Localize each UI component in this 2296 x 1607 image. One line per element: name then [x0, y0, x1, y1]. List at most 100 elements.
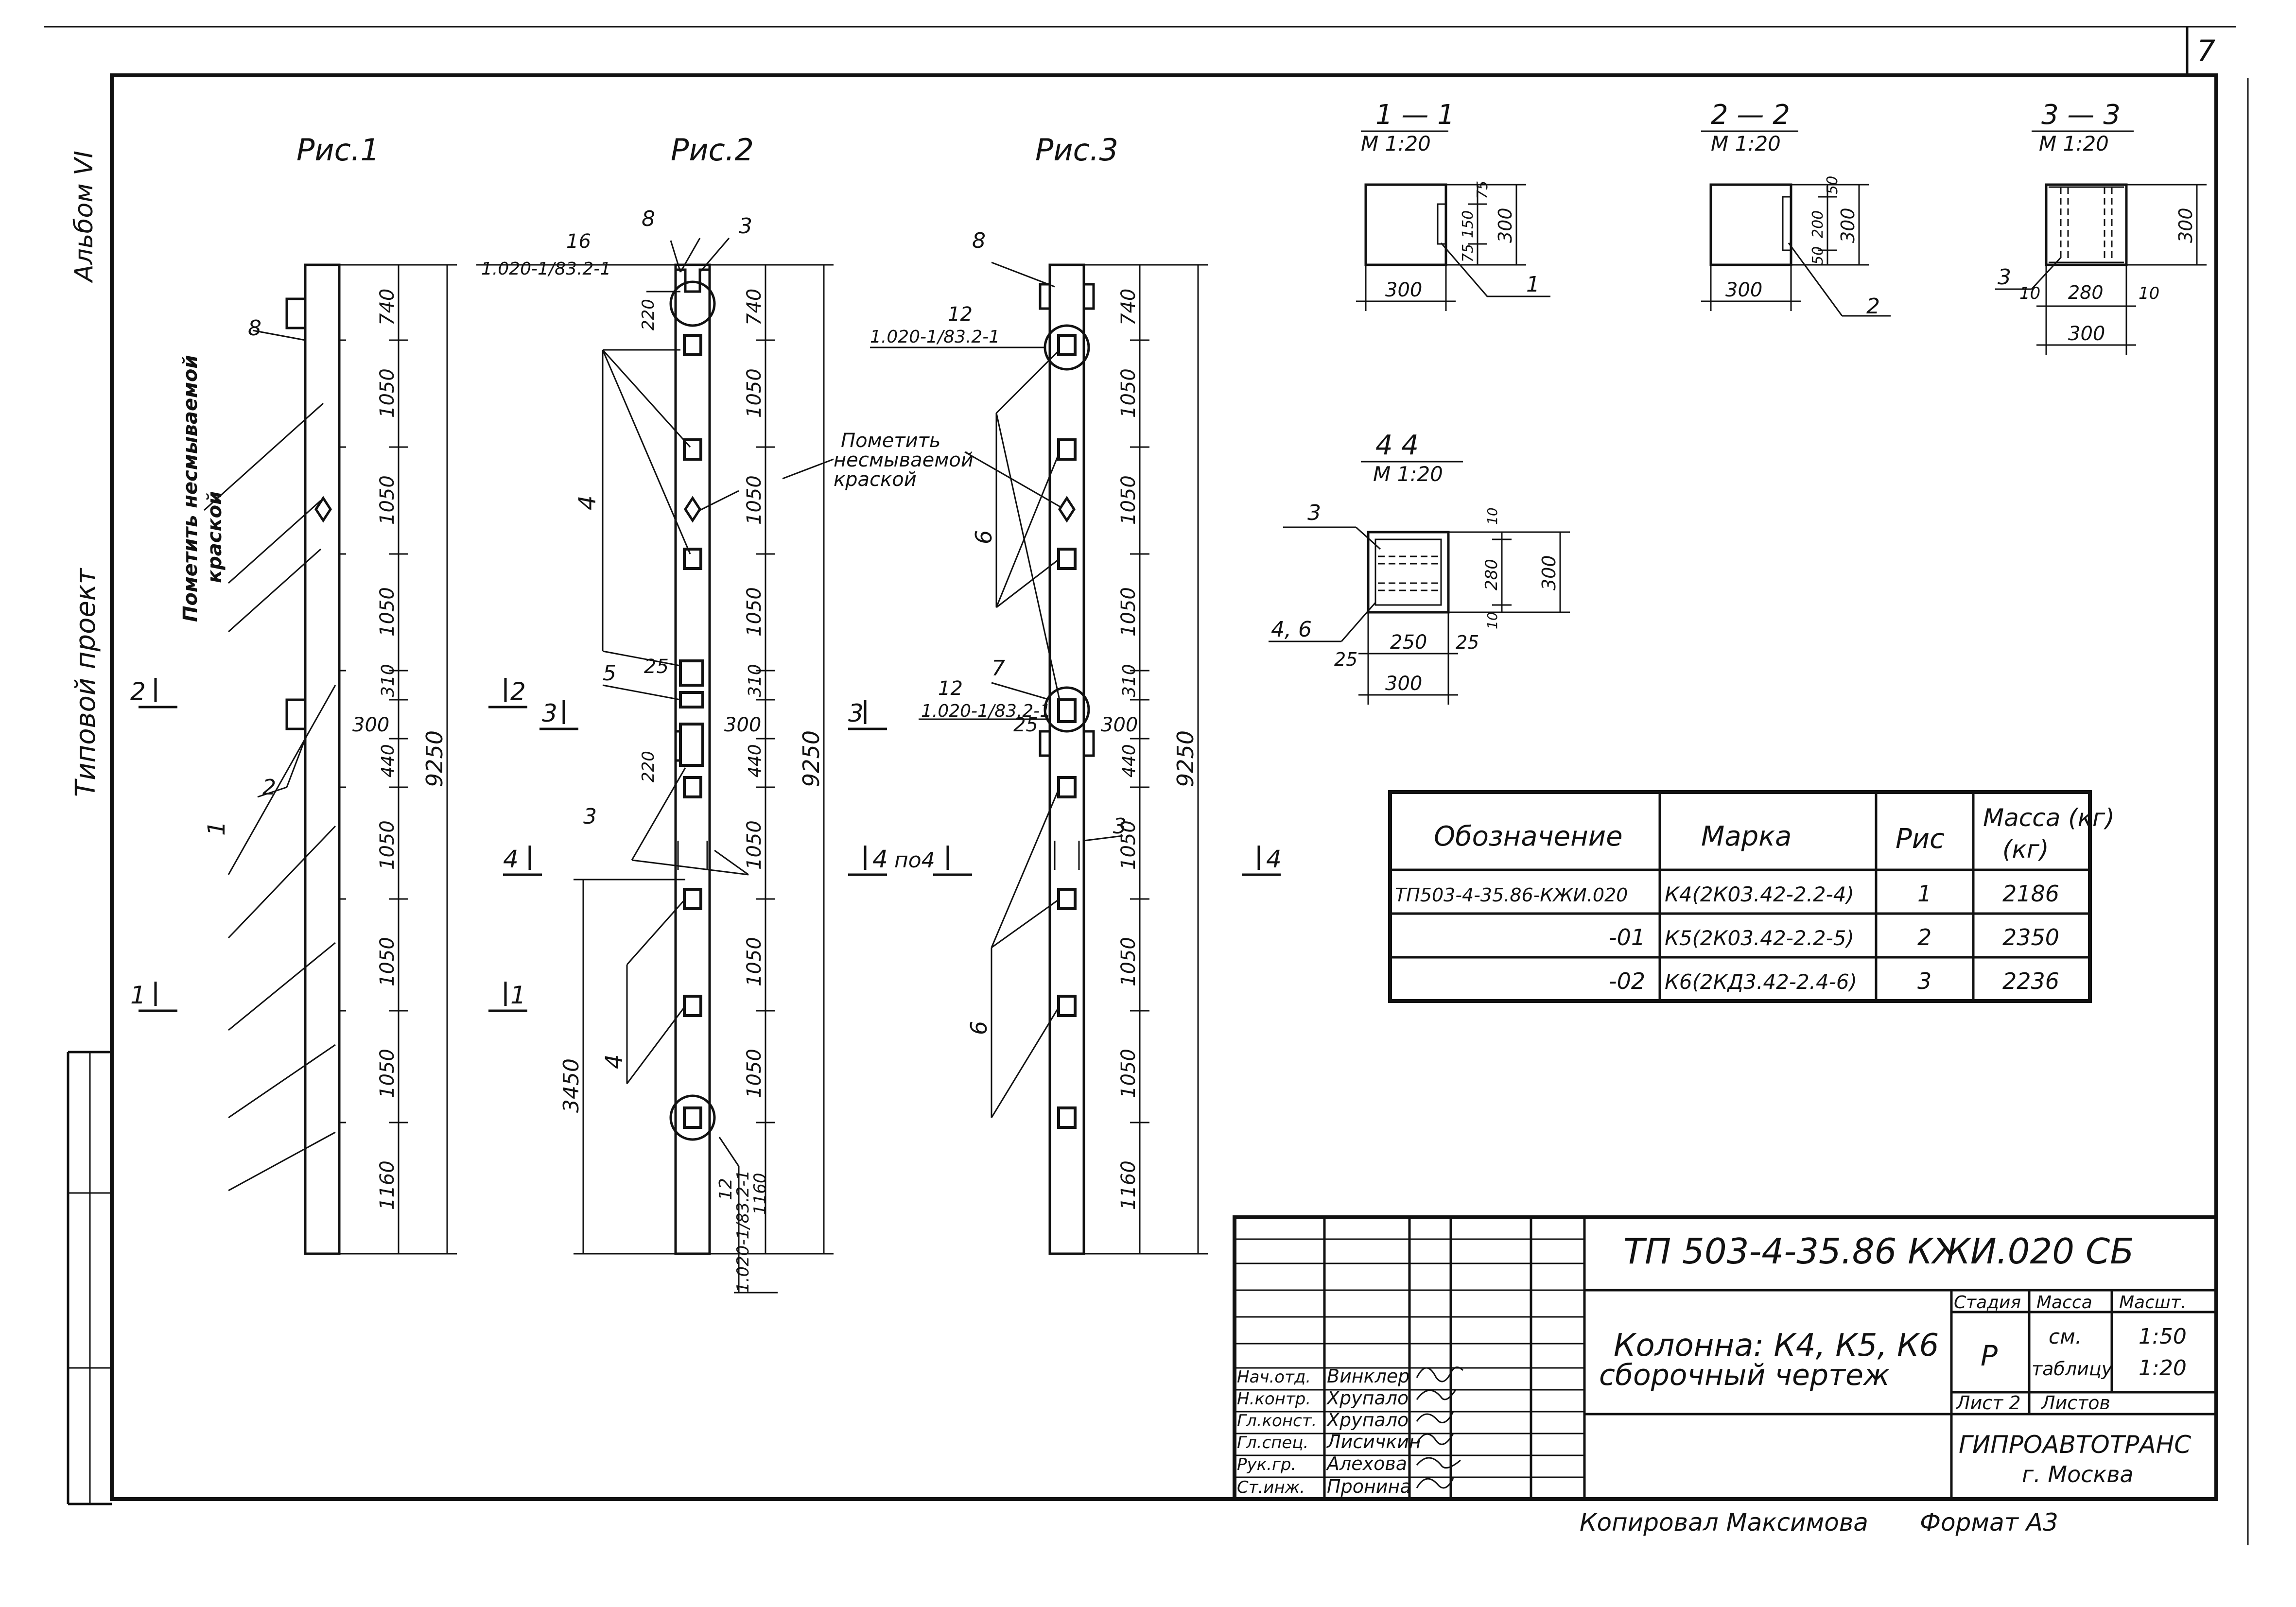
tb-org-1: ГИПРОАВТОТРАНС — [1959, 1431, 2191, 1459]
spec-r1-fig: 1 — [1917, 881, 1931, 907]
s2-d200: 200 — [1809, 210, 1826, 238]
name-6: Пронина — [1327, 1476, 1411, 1497]
dim-1160-fig2-aux: 1160 — [750, 1173, 770, 1215]
s4-d250: 250 — [1390, 631, 1427, 654]
dim-1050a-fig2: 1050 — [743, 368, 765, 418]
section-3-3-title: 3 — 3 — [2041, 99, 2121, 131]
dim-3450-fig2: 3450 — [559, 1058, 584, 1113]
spec-r3-fig: 3 — [1917, 968, 1931, 994]
s3-d280: 280 — [2068, 282, 2104, 303]
dim-740-fig3: 740 — [1117, 289, 1140, 326]
role-5: Рук.гр. — [1237, 1455, 1296, 1474]
dim-1050e-fig3: 1050 — [1117, 937, 1140, 986]
s4-d25b: 25 — [1456, 632, 1479, 653]
callout-6-fig3a: 6 — [971, 530, 997, 544]
section-2-2-scale: М 1:20 — [1711, 132, 1781, 156]
dim-1050a-fig1: 1050 — [376, 368, 399, 418]
po4-label: по4 — [894, 848, 935, 873]
frame — [44, 26, 2249, 1545]
column-fig3: 8 12 1.020-1/83.2-1 6 7 12 1.020-1/83.2-… — [870, 228, 1208, 1255]
callout-12-fig2: 12 — [716, 1178, 736, 1200]
callout-3-fig2: 3 — [739, 214, 752, 239]
spec-header-fig: Рис — [1896, 823, 1945, 855]
callout-4-fig2b: 4 — [601, 1054, 628, 1069]
spec-header-mass-unit: (кг) — [2002, 835, 2049, 864]
s2-d50b: 50 — [1809, 246, 1826, 265]
callout-16: 16 — [566, 230, 591, 253]
dim-740-fig1: 740 — [376, 289, 399, 326]
s3-height: 300 — [2175, 207, 2196, 243]
paint-note-left-2: краской — [204, 491, 226, 583]
dim-740-fig2: 740 — [743, 289, 765, 326]
spec-r2-designation: -01 — [1609, 924, 1645, 950]
marker-2-fig2: 2 — [510, 677, 526, 706]
spec-r2-fig: 2 — [1917, 924, 1931, 950]
album-label: Альбом VI — [70, 151, 99, 283]
marker-3-fig2: 3 — [542, 699, 557, 727]
ref-detail-fig2-bottom: 1.020-1/83.2-1 — [733, 1170, 753, 1293]
dim-1050e-fig2: 1050 — [743, 937, 765, 986]
fig1-title: Рис.1 — [296, 132, 380, 168]
marker-4-fig2: 4 — [503, 845, 519, 873]
name-4: Лисичкин — [1326, 1431, 1421, 1452]
dim-440-fig3: 440 — [1119, 744, 1139, 778]
dim-9250-fig3: 9250 — [1172, 730, 1199, 787]
dim-1050d-fig3: 1050 — [1117, 820, 1140, 870]
section-2-2: 2 — 2 М 1:20 300 300 50 200 50 2 — [1701, 99, 1891, 319]
callout-8-fig1: 8 — [248, 316, 261, 341]
spec-header-mark: Марка — [1701, 821, 1792, 852]
callout-6-fig3b: 6 — [966, 1021, 992, 1035]
name-1: Винклер — [1327, 1365, 1409, 1387]
spec-r1-designation: ТП503-4-35.86-КЖИ.020 — [1395, 884, 1628, 906]
s2-width: 300 — [1725, 279, 1762, 301]
callout-5: 5 — [603, 661, 616, 686]
dim-1160-fig1: 1160 — [376, 1160, 399, 1210]
callout-12-fig3a: 12 — [948, 303, 973, 326]
tb-org-2: г. Москва — [2022, 1461, 2134, 1487]
title-block: ТП 503-4-35.86 КЖИ.020 СБ Колонна: К4, К… — [1233, 1215, 2218, 1501]
s3-d10b: 10 — [2139, 284, 2159, 303]
spec-r2-mass: 2350 — [2002, 924, 2059, 950]
section-4-4: 4 4 М 1:20 3 4, 6 25 250 25 300 300 280 … — [1269, 430, 1570, 705]
section-4-4-scale: М 1:20 — [1373, 462, 1443, 486]
dim-9250-fig1: 9250 — [421, 730, 448, 787]
column-fig1: Пометить несмываемой краской 8 2 1 740 1… — [179, 263, 457, 1255]
callout-8-fig2: 8 — [642, 207, 655, 231]
dim-1050d-fig1: 1050 — [376, 820, 399, 870]
ref-detail-fig2-top: 1.020-1/83.2-1 — [481, 259, 611, 279]
dim-220-fig2b: 220 — [639, 751, 658, 782]
s3-d10a: 10 — [2019, 284, 2040, 303]
page-number: 7 — [2197, 34, 2215, 68]
callout-12-fig3b: 12 — [938, 677, 963, 700]
marker-2-left: 2 — [130, 677, 146, 706]
tb-mass-value-2: таблицу — [2032, 1358, 2113, 1380]
tb-stage-value: Р — [1981, 1339, 1998, 1372]
title-code: ТП 503-4-35.86 КЖИ.020 СБ — [1623, 1231, 2134, 1272]
footer-copied: Копировал Максимова — [1580, 1508, 1868, 1537]
dim-300-fig1: 300 — [352, 714, 389, 736]
tb-scale-value-1: 1:50 — [2139, 1324, 2187, 1349]
s2-d50a: 50 — [1824, 176, 1841, 194]
s4-width: 300 — [1385, 673, 1422, 695]
spec-r3-mass: 2236 — [2002, 968, 2059, 994]
spec-header-designation: Обозначение — [1434, 821, 1623, 852]
section-1-1: 1 — 1 М 1:20 300 300 75 150 75 1 — [1356, 99, 1550, 311]
spec-r1-mass: 2186 — [2002, 881, 2059, 907]
dim-300-fig2: 300 — [724, 714, 761, 736]
role-4: Гл.спец. — [1237, 1433, 1308, 1452]
callout-1-fig1: 1 — [203, 821, 230, 836]
marker-1-left: 1 — [130, 981, 146, 1009]
section-3-3: 3 — 3 М 1:20 3 10 280 10 300 300 — [1995, 99, 2207, 355]
spec-r3-designation: -02 — [1609, 968, 1645, 994]
name-5: Алехова — [1325, 1453, 1407, 1474]
s4-d10b: 10 — [1484, 612, 1500, 629]
marker-4-fig3: 4 — [872, 845, 888, 873]
s4-d10a: 10 — [1484, 507, 1500, 525]
paint-note-center-2: несмываемой — [834, 449, 974, 471]
section-markers-left — [139, 678, 578, 1012]
dim-310-fig3: 310 — [1119, 664, 1139, 697]
section-1-1-title: 1 — 1 — [1375, 99, 1455, 131]
dim-25-fig2: 25 — [644, 656, 669, 678]
s4-callout-46: 4, 6 — [1271, 617, 1312, 642]
marker-4-right: 4 — [1266, 845, 1282, 873]
